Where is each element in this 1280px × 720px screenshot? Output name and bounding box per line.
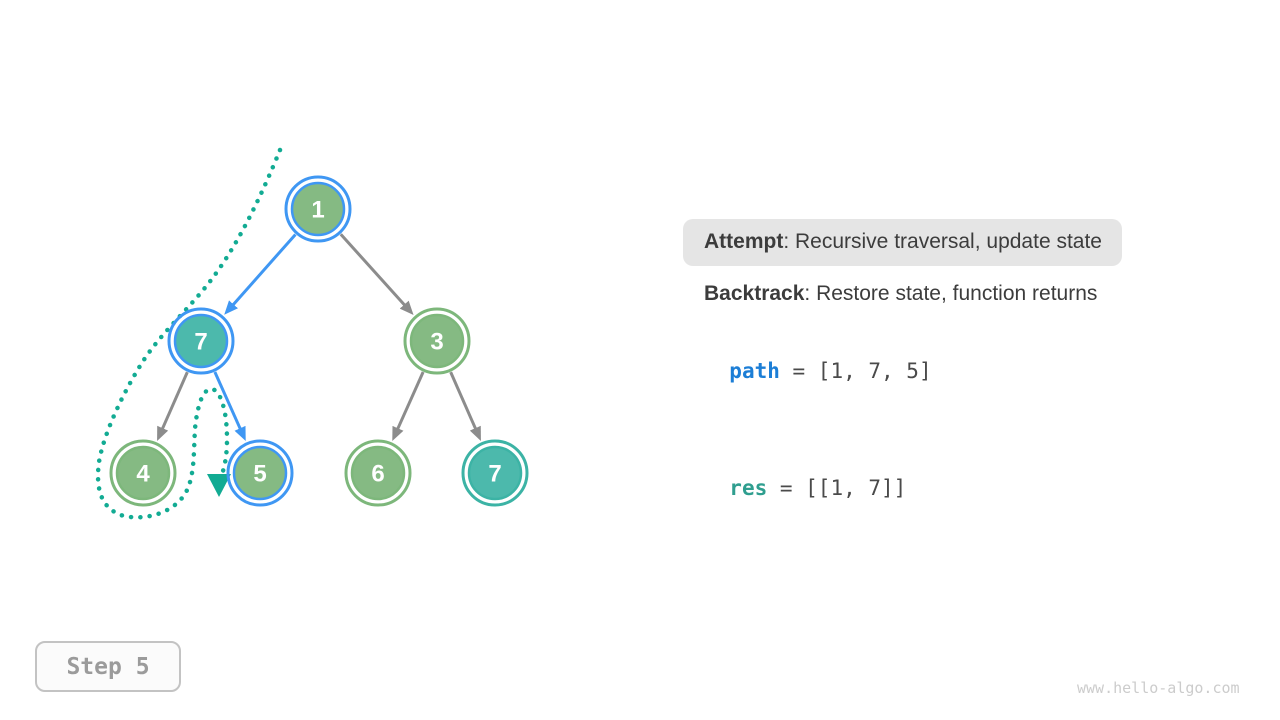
node-circle xyxy=(232,445,288,501)
node-outer-ring xyxy=(109,439,177,507)
tree-node-label: 4 xyxy=(136,461,150,488)
tree-node-label: 7 xyxy=(488,461,501,488)
node-outer-ring xyxy=(226,439,294,507)
step-indicator-label: Step 5 xyxy=(66,653,150,680)
attempt-status: Attempt: Recursive traversal, update sta… xyxy=(683,219,1122,266)
tree-edges-layer xyxy=(157,233,481,442)
watermark: www.hello-algo.com xyxy=(1077,679,1240,697)
node-circle xyxy=(409,313,465,369)
backtrack-text: : Restore state, function returns xyxy=(804,282,1098,305)
node-outer-ring xyxy=(167,307,235,375)
tree-node-n1: 1 xyxy=(284,175,352,243)
node-outer-ring xyxy=(344,439,412,507)
tree-edge-n7L-n4 xyxy=(157,371,189,441)
step-indicator: Step 5 xyxy=(35,641,181,692)
backtrack-path-layer xyxy=(95,147,283,520)
attempt-label: Attempt xyxy=(704,230,784,253)
node-outer-ring xyxy=(403,307,471,375)
backtrack-arrow-icon xyxy=(207,474,231,497)
backtrack-status: Backtrack: Restore state, function retur… xyxy=(704,281,1097,307)
path-variable: path = [1, 7, 5] xyxy=(704,331,932,385)
res-variable-name: res xyxy=(729,476,768,500)
backtrack-route xyxy=(95,147,283,520)
tree-node-label: 5 xyxy=(253,461,266,488)
node-circle xyxy=(173,313,229,369)
tree-edge-n3-n6 xyxy=(392,371,425,442)
res-variable: res = [[1, 7]] xyxy=(704,448,906,502)
tree-node-n6: 6 xyxy=(344,439,412,507)
node-circle xyxy=(350,445,406,501)
tree-node-label: 1 xyxy=(311,197,324,224)
tree-node-label: 7 xyxy=(194,329,207,356)
path-variable-value: = [1, 7, 5] xyxy=(779,359,932,383)
node-circle xyxy=(115,445,171,501)
tree-edge-n1-n7L xyxy=(224,233,297,315)
node-outer-ring xyxy=(284,175,352,243)
backtrack-label: Backtrack xyxy=(704,282,805,305)
tree-node-n4: 4 xyxy=(109,439,177,507)
node-outer-ring xyxy=(461,439,529,507)
attempt-text: : Recursive traversal, update state xyxy=(783,230,1102,253)
tree-node-label: 6 xyxy=(371,461,384,488)
node-circle xyxy=(467,445,523,501)
tree-node-label: 3 xyxy=(430,329,443,356)
tree-edge-n1-n3 xyxy=(339,233,414,316)
path-variable-name: path xyxy=(729,359,780,383)
tree-edge-n3-n7R xyxy=(449,371,481,441)
res-variable-value: = [[1, 7]] xyxy=(767,476,907,500)
tree-node-n3: 3 xyxy=(403,307,471,375)
tree-node-n7R: 7 xyxy=(461,439,529,507)
tree-node-n7L: 7 xyxy=(167,307,235,375)
node-circle xyxy=(290,181,346,237)
tree-edge-n7L-n5 xyxy=(213,371,246,442)
tree-node-n5: 5 xyxy=(226,439,294,507)
tree-nodes-layer: 1 7 3 4 5 6 7 xyxy=(109,175,529,507)
